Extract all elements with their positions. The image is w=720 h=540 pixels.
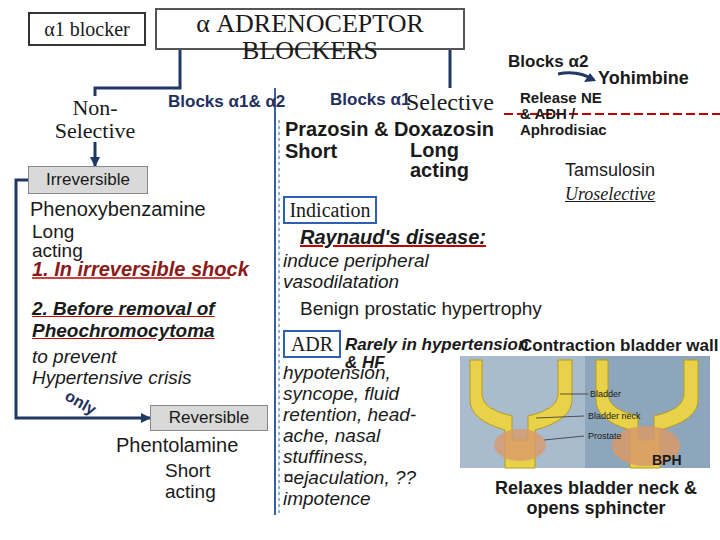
node-text: α1 blocker <box>44 19 129 40</box>
label-box: Selective <box>398 88 502 116</box>
prostate-shape <box>494 429 546 461</box>
annotation-text: Long acting <box>32 222 92 260</box>
node-text: Irreversible <box>46 171 130 189</box>
annotation-text: Release NE & ADH / Aphrodisiac <box>520 90 616 138</box>
arrow-head <box>584 73 596 82</box>
edge-label: Blocks α1& α2 <box>168 92 285 112</box>
annotation-text: to prevent Hypertensive crisis <box>32 346 232 388</box>
label-box: α ADRENOCEPTOR BLOCKERS <box>155 8 465 50</box>
annotation-text: Short acting <box>165 460 245 502</box>
label-box: Irreversible <box>28 166 148 194</box>
annotation-text: 2. Before removal of Pheochromocytoma <box>32 298 272 342</box>
edge-label: Blocks α1 <box>330 90 410 110</box>
leader-line <box>544 436 584 440</box>
annotation-text: Prazosin & Doxazosin <box>285 118 555 140</box>
node-text: Reversible <box>169 409 249 427</box>
annotation-text: Bladder <box>590 389 650 400</box>
connector <box>94 142 97 166</box>
annotation-text: Long acting <box>410 140 490 180</box>
annotation-text: Relaxes bladder neck & opens sphincter <box>478 478 714 518</box>
divider-line <box>274 88 276 515</box>
annotation-text: hypotension, syncope, fluid retention, h… <box>283 362 453 509</box>
connector <box>95 50 180 96</box>
annotation-text: 1. In irreversible shock <box>32 258 267 280</box>
label-box: Reversible <box>150 405 268 431</box>
label-box: Indication <box>283 196 377 224</box>
annotation-text: Phentolamine <box>116 434 266 456</box>
annotation-text: Uroselective <box>565 184 695 204</box>
node-text: Selective <box>406 90 494 115</box>
leader-line <box>536 416 584 418</box>
annotation-text: Bladder neck <box>588 411 658 422</box>
divider-line <box>279 120 280 515</box>
annotation-text: induce peripheral vasodilatation <box>283 250 463 292</box>
label-box: α1 blocker <box>28 12 146 46</box>
connector <box>449 50 452 88</box>
node-text: Indication <box>289 200 370 221</box>
edge-label: only <box>62 387 99 419</box>
bph-image <box>460 356 710 468</box>
annotation-text: Raynaud's disease: <box>300 226 510 248</box>
label-box: Non-Selective <box>40 96 150 142</box>
annotation-text: Contraction bladder wall <box>520 336 720 355</box>
image-panel <box>460 356 585 468</box>
annotation-text: Phenoxybenzamine <box>30 198 265 220</box>
leader-line <box>560 394 588 395</box>
annotation-text: BPH <box>652 452 712 468</box>
bladder-shape <box>470 360 572 468</box>
annotation-text: Prostate <box>588 431 648 442</box>
node-text: Non-Selective <box>40 96 150 142</box>
label-box: ADR <box>283 330 341 358</box>
node-text: α ADRENOCEPTOR BLOCKERS <box>157 10 463 64</box>
node-text: ADR <box>291 334 333 355</box>
annotation-text: Short <box>285 140 345 162</box>
annotation-text: Benign prostatic hypertrophy <box>300 298 620 319</box>
annotation-text: Yohimbine <box>598 68 718 88</box>
annotation-text: Tamsulosin <box>565 160 695 180</box>
